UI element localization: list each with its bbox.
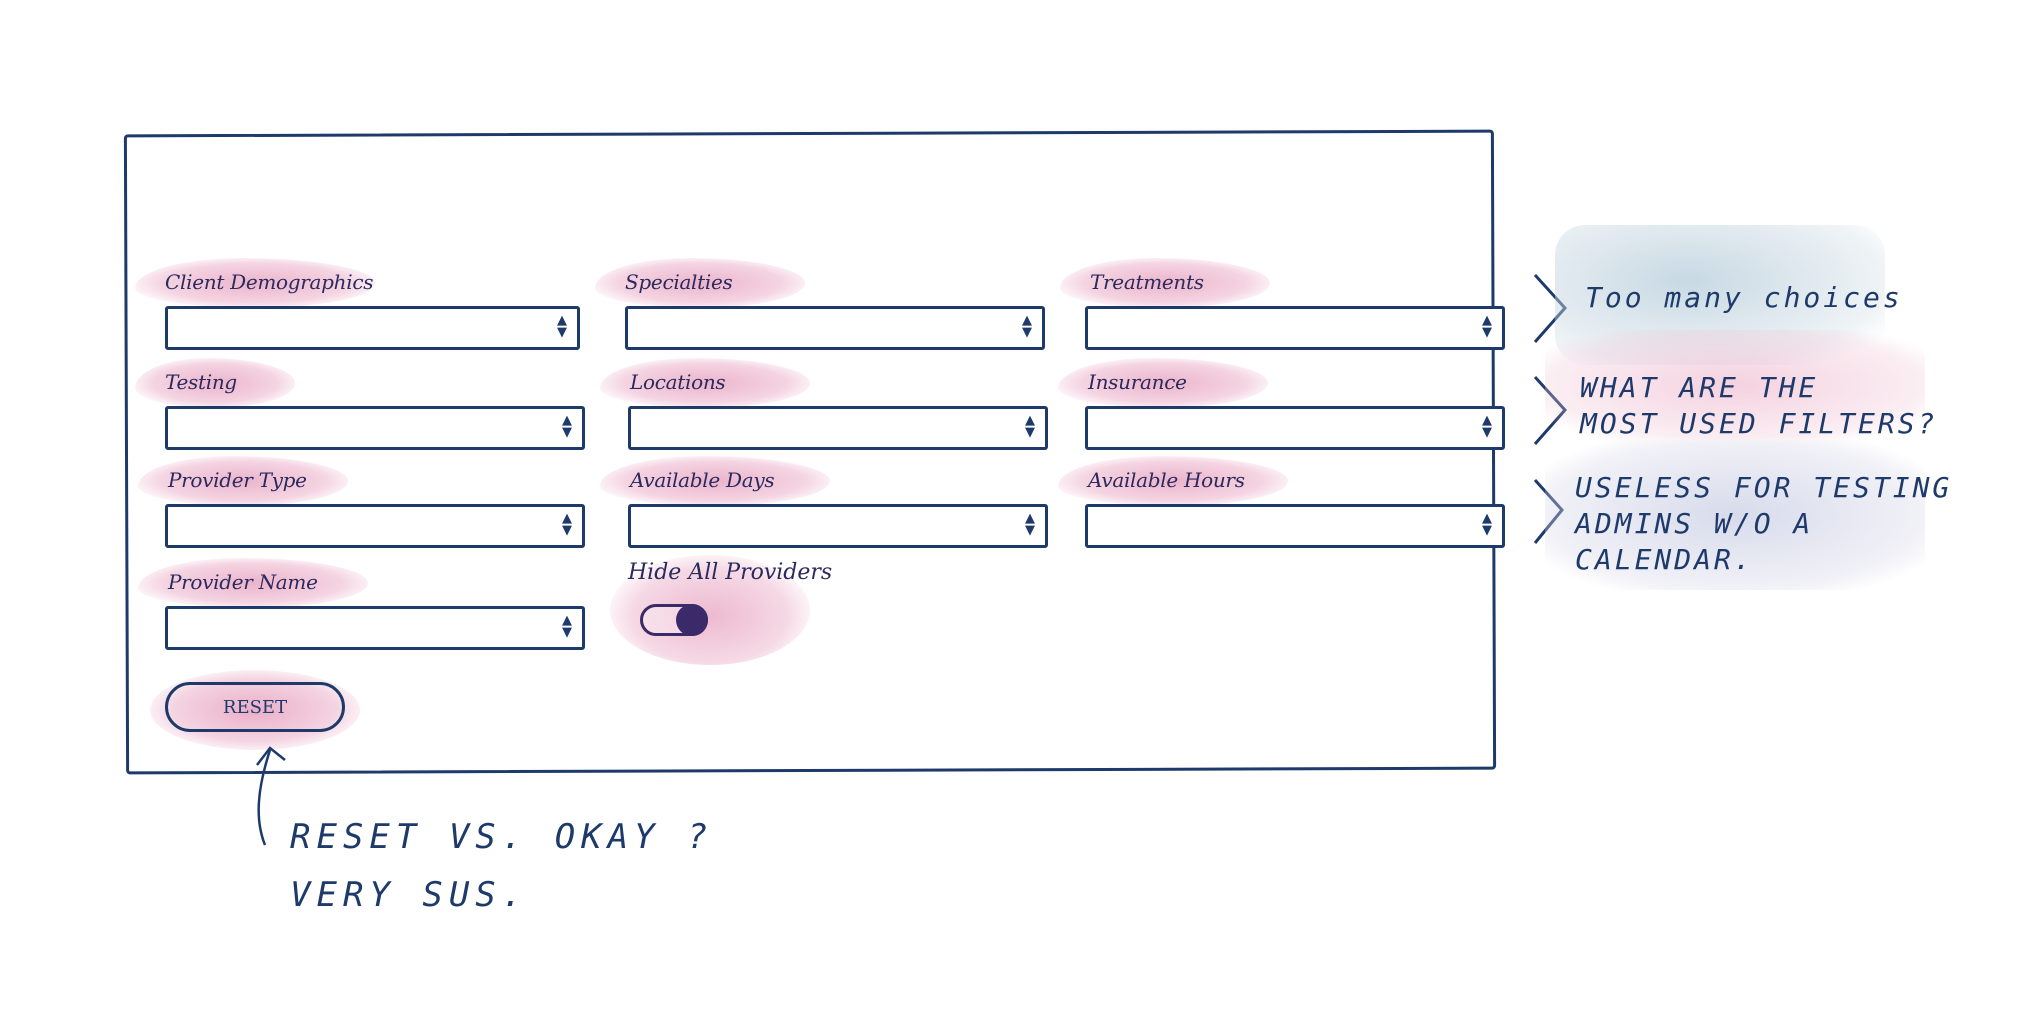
note-useless-for-testing: USELESS FOR TESTING ADMINS W/O A CALENDA… [1575, 470, 1952, 578]
filter-provider-type: Provider Type ▲▼ [130, 456, 585, 558]
locations-select[interactable]: ▲▼ [628, 406, 1048, 450]
testing-select[interactable]: ▲▼ [165, 406, 585, 450]
up-down-icon: ▲▼ [1482, 413, 1492, 440]
note-background [1545, 440, 1925, 590]
note-text: MOST USED FILTERS? [1580, 407, 1938, 440]
note-background [1545, 330, 1925, 440]
filter-available-hours: Available Hours ▲▼ [1050, 456, 1505, 558]
field-label: Provider Type [168, 468, 307, 492]
note-most-used-filters: WHAT ARE THE MOST USED FILTERS? [1580, 370, 1937, 442]
filter-treatments: Treatments ▲▼ [1050, 258, 1505, 360]
available-days-select[interactable]: ▲▼ [628, 504, 1048, 548]
up-down-icon: ▲▼ [557, 313, 567, 340]
provider-name-select[interactable]: ▲▼ [165, 606, 585, 650]
note-text: WHAT ARE THE [1580, 371, 1819, 404]
field-label: Treatments [1090, 270, 1204, 294]
filter-insurance: Insurance ▲▼ [1050, 358, 1505, 460]
up-down-icon: ▲▼ [562, 613, 572, 640]
toggle-knob [676, 604, 708, 636]
note-too-many-choices: Too many choices [1585, 280, 1903, 316]
filter-locations: Locations ▲▼ [590, 358, 1048, 460]
hide-all-providers-toggle[interactable] [640, 604, 708, 636]
provider-type-select[interactable]: ▲▼ [165, 504, 585, 548]
field-label: Available Hours [1088, 468, 1245, 492]
treatments-select[interactable]: ▲▼ [1085, 306, 1505, 350]
note-text: VERY SUS. [290, 875, 529, 915]
field-label: Provider Name [168, 570, 318, 594]
filter-specialties: Specialties ▲▼ [590, 258, 1045, 360]
note-text: RESET VS. OKAY ? [290, 817, 714, 857]
insurance-select[interactable]: ▲▼ [1085, 406, 1505, 450]
field-label: Insurance [1088, 370, 1187, 394]
field-label: Specialties [625, 270, 733, 294]
up-down-icon: ▲▼ [1025, 413, 1035, 440]
up-down-icon: ▲▼ [1022, 313, 1032, 340]
up-down-icon: ▲▼ [562, 511, 572, 538]
filter-testing: Testing ▲▼ [130, 358, 585, 460]
note-reset-vs-okay: RESET VS. OKAY ? VERY SUS. [290, 808, 714, 924]
arrow-icon [256, 746, 286, 846]
up-down-icon: ▲▼ [1482, 313, 1492, 340]
up-down-icon: ▲▼ [1482, 511, 1492, 538]
field-label: Available Days [630, 468, 775, 492]
available-hours-select[interactable]: ▲▼ [1085, 504, 1505, 548]
note-text: USELESS FOR TESTING [1575, 471, 1953, 504]
note-text: Too many choices [1585, 281, 1903, 314]
up-down-icon: ▲▼ [562, 413, 572, 440]
hide-all-providers-label: Hide All Providers [628, 560, 833, 585]
field-label: Locations [630, 370, 726, 394]
field-label: Client Demographics [165, 270, 374, 294]
filter-client-demographics: Client Demographics ▲▼ [130, 258, 580, 360]
note-text: ADMINS W/O A [1575, 507, 1814, 540]
reset-button[interactable]: RESET [165, 682, 345, 732]
filter-available-days: Available Days ▲▼ [590, 456, 1048, 558]
filter-provider-name: Provider Name ▲▼ [130, 558, 585, 660]
client-demographics-select[interactable]: ▲▼ [165, 306, 580, 350]
specialties-select[interactable]: ▲▼ [625, 306, 1045, 350]
note-text: CALENDAR. [1575, 543, 1754, 576]
field-label: Testing [165, 370, 237, 394]
up-down-icon: ▲▼ [1025, 511, 1035, 538]
